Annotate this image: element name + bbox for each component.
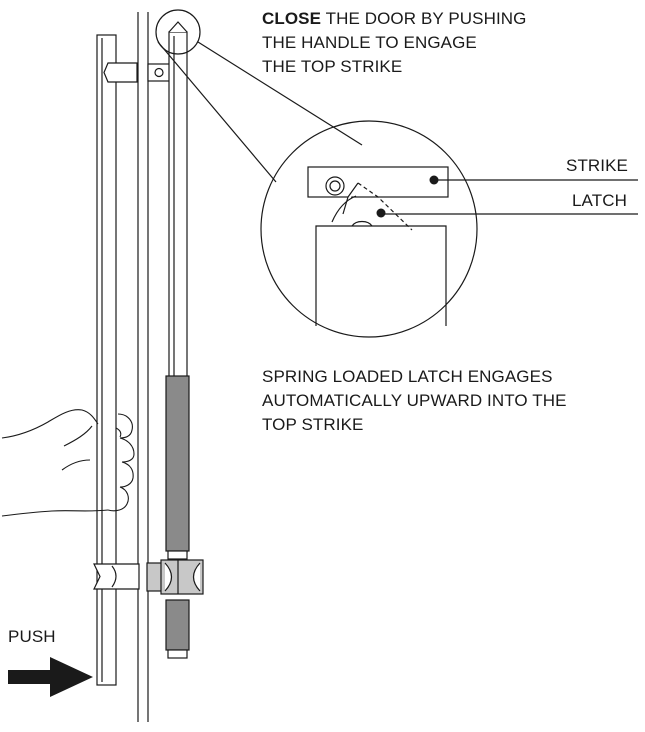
instruction-line-2: THE HANDLE TO ENGAGE [262,33,477,52]
latch-label: LATCH [572,191,627,210]
hand-illustration [1,409,135,517]
note-line-2: AUTOMATICALLY UPWARD INTO THE [262,391,567,410]
strike-label: STRIKE [566,156,629,175]
push-label: PUSH [8,627,56,646]
lower-connector-block [146,559,204,595]
detail-strike [307,166,449,198]
detail-magnifier [155,9,478,338]
push-arrow [8,657,93,697]
instruction-close-bold: CLOSE [262,9,322,28]
left-handle-bar [96,34,117,686]
instruction-close-rest: THE DOOR BY PUSHING [325,9,527,28]
note-line-1: SPRING LOADED LATCH ENGAGES [262,367,553,386]
door-glass-edge [137,12,149,722]
strike-leader-dot [429,175,439,185]
grip-collar-bottom [167,649,188,659]
lower-grip [165,599,190,651]
upper-grip [165,375,190,552]
latch-leader-dot [376,208,386,218]
detail-door-stile [315,225,447,326]
lower-connector-left [93,563,140,590]
detail-latch [331,182,413,231]
instruction-line-1: CLOSE THE DOOR BY PUSHING [262,8,527,29]
note-line-3: TOP STRIKE [262,415,364,434]
instruction-line-3: THE TOP STRIKE [262,57,403,76]
top-standoff [103,62,177,83]
grip-collar-top [167,550,188,560]
